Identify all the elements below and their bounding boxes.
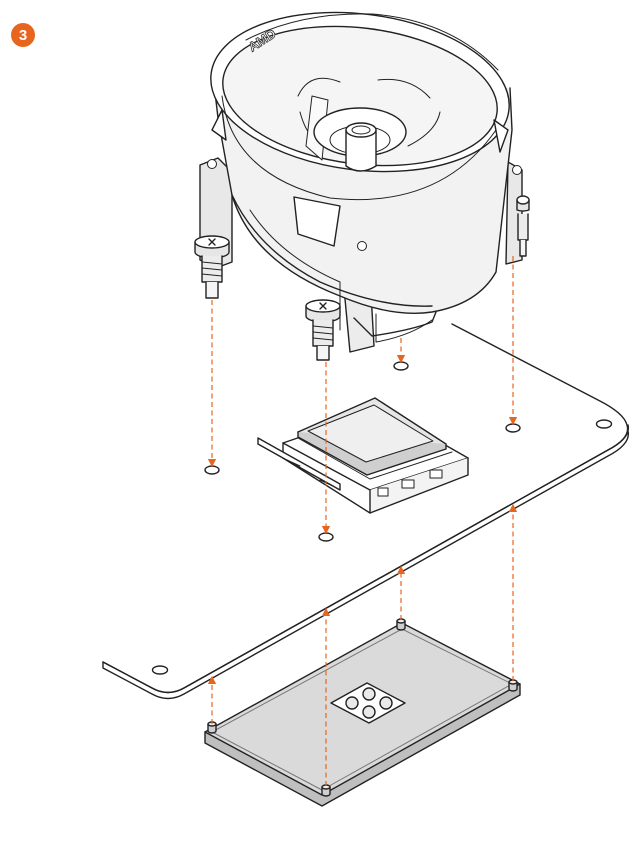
mounting-hole [597,420,612,428]
cpu-cooler: AMD [200,0,522,352]
mounting-hole [319,533,333,541]
backplate-standoff [509,680,517,691]
spring-screw [306,300,340,360]
mounting-hole [394,362,408,370]
spring-screw [195,236,229,298]
backplate-standoff [397,619,405,630]
mounting-hole [153,666,168,674]
backplate [205,619,520,806]
mounting-hole [205,466,219,474]
mounting-hole [506,424,520,432]
backplate-standoff [322,785,330,796]
